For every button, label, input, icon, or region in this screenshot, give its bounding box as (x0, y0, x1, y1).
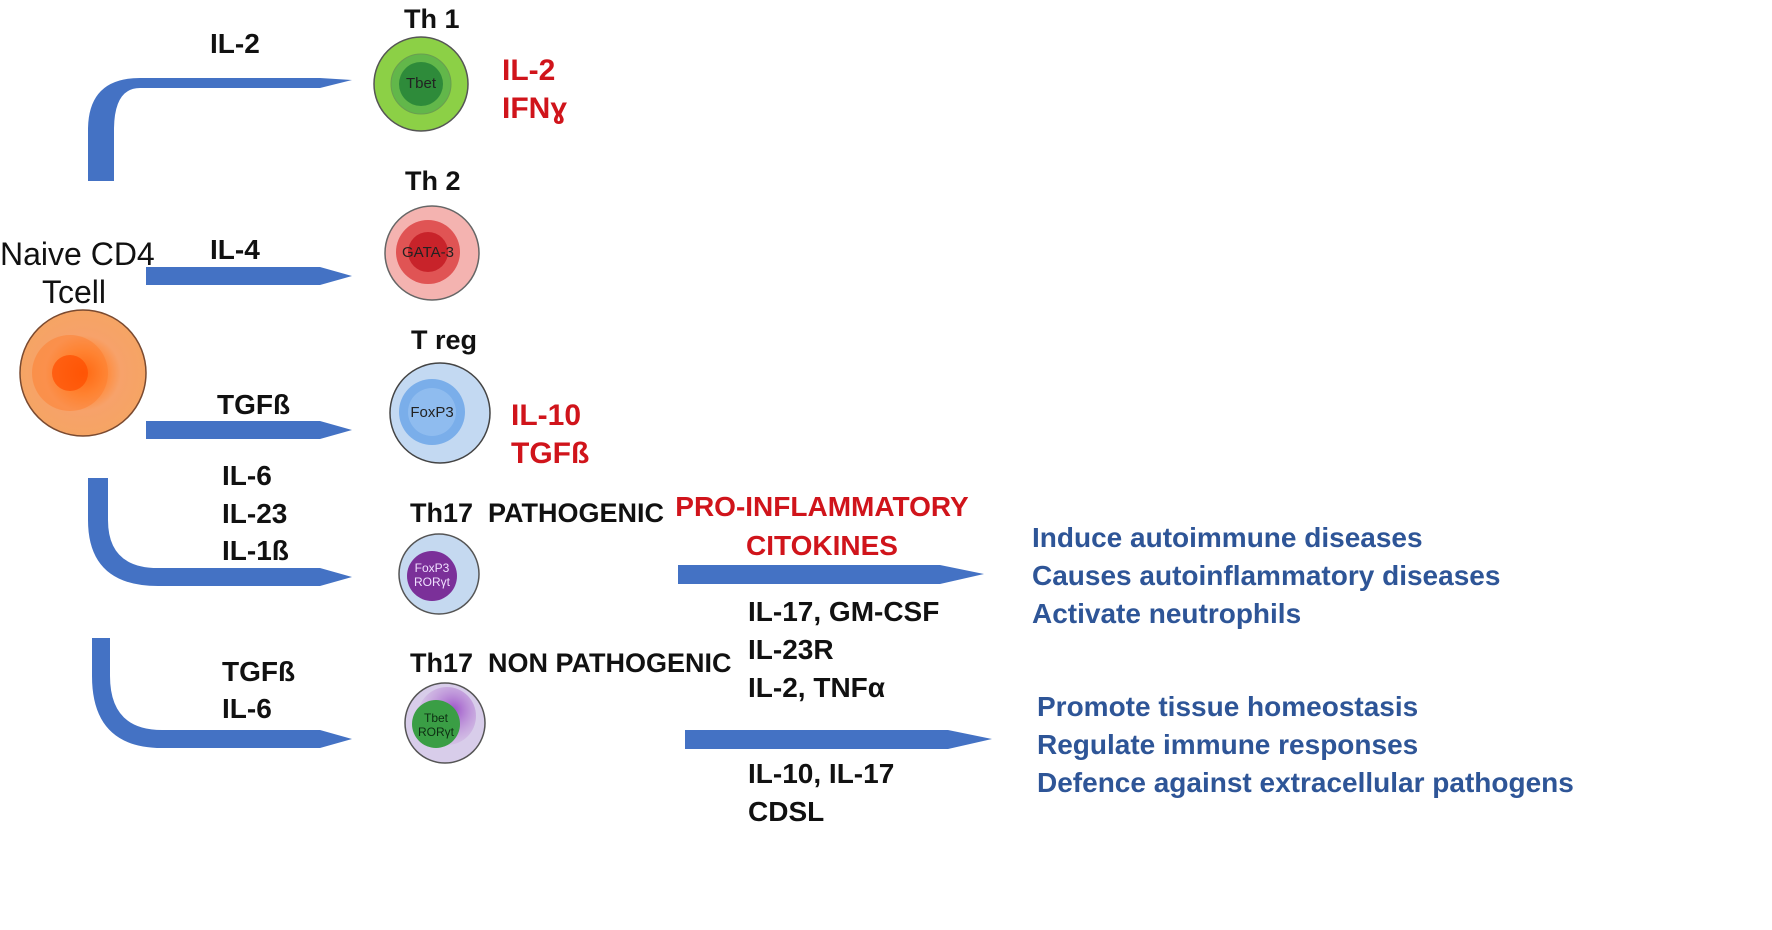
th17np-tf-label: Tbet RORγt (413, 711, 459, 740)
treg-output-1: IL-10 (511, 399, 582, 432)
naive-cell-label: Naive CD4 Tcell (0, 236, 155, 312)
th2-cell (384, 205, 480, 301)
th17np-tf1: Tbet (423, 711, 448, 725)
arrow-il4 (146, 267, 352, 285)
proinflammatory-line2: CITOKINES (746, 530, 898, 562)
arrow-pathogenic (678, 565, 984, 584)
th2-input-label: IL-4 (210, 234, 260, 265)
naive-cd4-cell (19, 309, 147, 437)
treg-input-label: TGFß (217, 389, 291, 420)
th17p-input-3: IL-1ß (222, 535, 289, 566)
th1-output-2: IFNɣ (502, 92, 568, 125)
th17p-subtitle: PATHOGENIC (488, 498, 665, 528)
pathogenic-effect-1: Induce autoimmune diseases (1032, 522, 1423, 553)
th1-title: Th 1 (404, 4, 460, 34)
pathogenic-cytokine-2: IL-23R (748, 634, 834, 665)
pathogenic-effect-3: Activate neutrophils (1032, 598, 1302, 629)
proinflammatory-line1: PRO-INFLAMMATORY (675, 491, 969, 522)
th2-title: Th 2 (405, 166, 461, 196)
th17p-input-1: IL-6 (222, 460, 272, 491)
th17p-tf2: RORγt (414, 574, 450, 589)
pathogenic-effect-2: Causes autoinflammatory diseases (1032, 560, 1501, 591)
th1-cell (373, 36, 469, 132)
nonpathogenic-effect-1: Promote tissue homeostasis (1037, 691, 1419, 722)
pathogenic-cytokine-3: IL-2, TNFα (748, 672, 885, 703)
pathogenic-cytokine-1: IL-17, GM-CSF (748, 596, 940, 627)
nonpathogenic-cytokine-1: IL-10, IL-17 (748, 758, 895, 789)
th2-tf-label: GATA-3 (402, 244, 454, 261)
arrow-il6-il23 (88, 478, 352, 586)
th17p-tf-label: FoxP3 RORγt (409, 561, 455, 590)
proinflammatory-heading: PRO-INFLAMMATORY CITOKINES (672, 487, 972, 565)
th17np-tf2: RORγt (418, 724, 454, 739)
arrow-nonpathogenic (685, 730, 992, 749)
th1-output-1: IL-2 (502, 54, 556, 87)
naive-line1: Naive CD4 (0, 236, 155, 272)
treg-tf-label: FoxP3 (410, 404, 454, 421)
arrow-tgfb (146, 421, 352, 439)
th1-input-label: IL-2 (210, 28, 260, 59)
th17np-subtitle: NON PATHOGENIC (488, 648, 732, 678)
treg-title: T reg (411, 325, 478, 355)
treg-cell (389, 362, 491, 464)
th17p-title: Th17 (410, 498, 474, 528)
th17p-input-2: IL-23 (222, 498, 288, 529)
naive-line2: Tcell (41, 273, 106, 310)
th17p-tf1: FoxP3 (414, 561, 450, 575)
nonpathogenic-effect-2: Regulate immune responses (1037, 729, 1419, 760)
arrow-il2 (88, 78, 352, 181)
th17np-title: Th17 (410, 648, 474, 678)
treg-output-2: TGFß (511, 437, 590, 470)
nonpathogenic-effect-3: Defence against extracellular pathogens (1037, 767, 1574, 798)
th17np-input-2: IL-6 (222, 693, 272, 724)
th17-pathogenic-cell (398, 533, 480, 615)
th1-tf-label: Tbet (405, 75, 436, 92)
th17-nonpathogenic-cell (404, 682, 486, 764)
th17np-input-1: TGFß (222, 656, 296, 687)
nonpathogenic-cytokine-2: CDSL (748, 796, 825, 827)
arrow-tgfb-il6 (92, 638, 352, 748)
